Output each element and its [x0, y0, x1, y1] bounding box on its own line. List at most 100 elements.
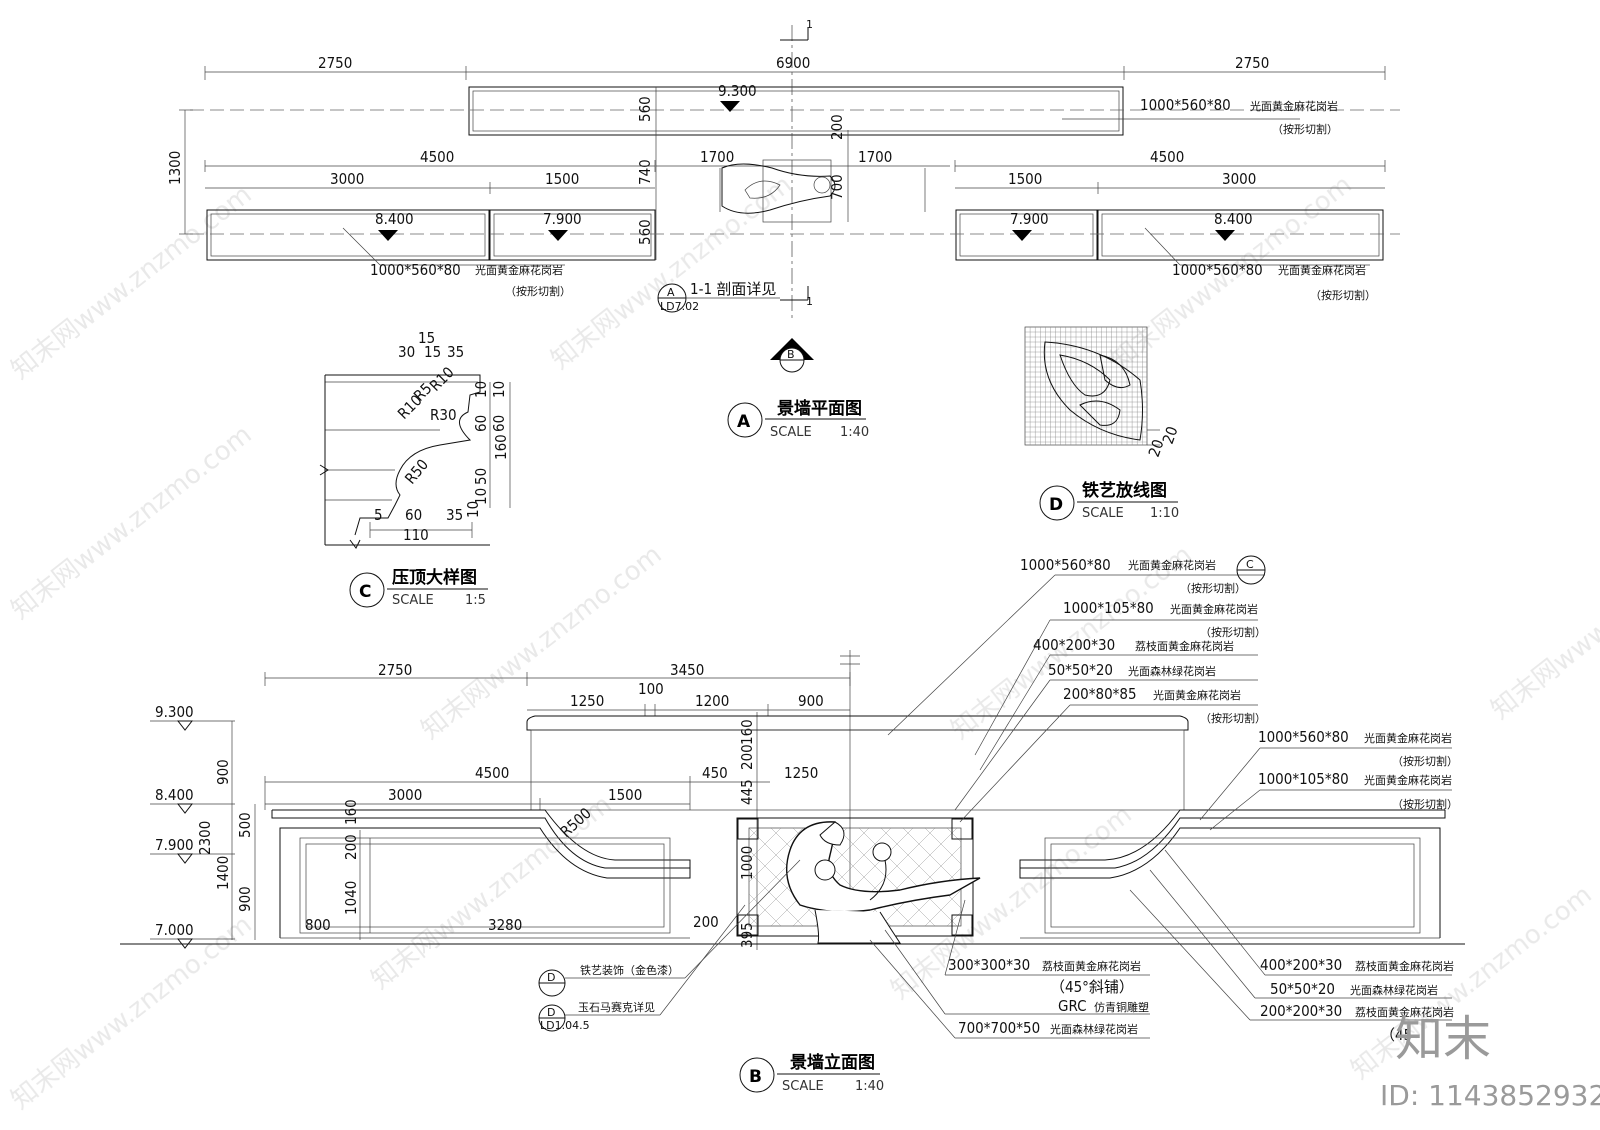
- plan-dim-560-b: 560: [636, 219, 654, 245]
- corner-ornament-icon: [951, 914, 973, 936]
- plan-note-right-sub: （按形切割）: [1310, 288, 1376, 302]
- plan-elev-8400-right: 8.400: [1214, 210, 1253, 228]
- note-sub: （按形切割）: [1180, 581, 1246, 595]
- detail-c-letter: C: [359, 582, 371, 602]
- plan-right-slab-a: [955, 209, 1098, 261]
- detail-c-dim: 160: [492, 434, 510, 460]
- detail-c-dim: 35: [446, 506, 463, 524]
- elev-dim-450: 450: [702, 764, 728, 782]
- elev-sub-dim: 900: [798, 692, 824, 710]
- elev-marker-icon: [1012, 230, 1032, 241]
- note-material: 光面森林绿花岗岩: [1128, 664, 1216, 678]
- plan-elev-7900-left: 7.900: [543, 210, 582, 228]
- plan-dim-2750-left: 2750: [318, 54, 352, 72]
- plan-scale-label: SCALE: [770, 425, 812, 440]
- note-material: 光面黄金麻花岗岩: [1364, 773, 1452, 787]
- note-material: 荔枝面黄金麻花岗岩: [1355, 959, 1454, 973]
- plan-dim-6900: 6900: [776, 54, 810, 72]
- plan-note-top-spec: 1000*560*80: [1140, 96, 1231, 114]
- branding: 知末 ID: 1143852932: [1380, 1011, 1600, 1112]
- note-spec: 50*50*20: [1270, 980, 1335, 998]
- right-notes: 1000*560*80 光面黄金麻花岗岩 （按形切割） 1000*105*80 …: [1199, 728, 1458, 831]
- plan-dim-1500-right: 1500: [1008, 170, 1042, 188]
- detail-d-dim-b: 20: [1145, 437, 1168, 459]
- left-refs: 铁艺装饰（金色漆） D 玉石马赛克详见 D LD1.04.5: [538, 859, 801, 1032]
- elev-sub-dim: 1200: [695, 692, 729, 710]
- detail-c-dim: R50: [401, 456, 432, 488]
- watermark: 知末网www.znzmo.com: [1486, 520, 1600, 726]
- note-spec: 1000*105*80: [1063, 599, 1154, 617]
- left-vert-dim: 900: [236, 886, 254, 912]
- ref-mosaic-code: LD1.04.5: [540, 1019, 590, 1032]
- elevation-scale-label: SCALE: [782, 1079, 824, 1094]
- elevation-view: 2750 3450 1250 100 1200 900 4500 450 125…: [120, 555, 1465, 1094]
- corner-ornament-icon: [737, 818, 759, 840]
- note-spec: 50*50*20: [1048, 661, 1113, 679]
- watermark: 知末网www.znzmo.com: [6, 420, 258, 626]
- plan-note-top-material: 光面黄金麻花岗岩: [1250, 99, 1338, 113]
- note-material: 光面黄金麻花岗岩: [1153, 688, 1241, 702]
- note-sub: （按形切割）: [1392, 754, 1458, 768]
- elev-marker-icon: [378, 230, 398, 241]
- plan-top-slab: [468, 86, 1124, 136]
- level-markers: 9.300 8.400 7.900 7.000: [150, 703, 235, 949]
- elevation-title-letter: B: [749, 1067, 762, 1087]
- elev-marker-icon: [548, 230, 568, 241]
- note-material: 光面黄金麻花岗岩: [1364, 731, 1452, 745]
- elev-dim-2750: 2750: [378, 661, 412, 679]
- plan-dim-560-a: 560: [636, 96, 654, 122]
- ref-mosaic-letter: D: [547, 1006, 555, 1019]
- inner-vert-dim: 200: [342, 834, 360, 860]
- detail-c-dim: 15: [418, 329, 435, 347]
- elevation-title: 景墙立面图: [790, 1052, 875, 1073]
- inner-vert-dim: 1040: [342, 881, 360, 915]
- detail-c-dim: 60: [490, 415, 508, 432]
- plan-note-left-sub: （按形切割）: [505, 284, 571, 298]
- detail-c-scale-value: 1:5: [465, 593, 486, 608]
- note-material: 荔枝面黄金麻花岗岩: [1135, 639, 1234, 653]
- elev-sub-dim: 100: [638, 680, 664, 698]
- watermark: 知末网www.znzmo.com: [6, 910, 258, 1116]
- plan-dim-740: 740: [636, 159, 654, 185]
- note-spec: 1000*560*80: [1258, 728, 1349, 746]
- detail-c-dim: 5: [374, 506, 383, 524]
- note-spec: 1000*105*80: [1258, 770, 1349, 788]
- section-ref-letter: A: [667, 286, 675, 299]
- brand-id: ID: 1143852932: [1380, 1079, 1600, 1112]
- note-spec: 400*200*30: [1033, 636, 1115, 654]
- left-wing: [271, 810, 691, 938]
- detail-c-dim: R30: [430, 406, 457, 424]
- plan-dim-1700-left: 1700: [700, 148, 734, 166]
- plan-title: 景墙平面图: [777, 398, 862, 419]
- plan-left-slab-b: [489, 209, 656, 261]
- note-material: 光面森林绿花岗岩: [1350, 983, 1438, 997]
- detail-d-scale-label: SCALE: [1082, 506, 1124, 521]
- plan-note-right-spec: 1000*560*80: [1172, 261, 1263, 279]
- plan-dim-2750-right: 2750: [1235, 54, 1269, 72]
- elev-vert-dim: 1000: [738, 846, 756, 880]
- note-material: 荔枝面黄金麻花岗岩: [1355, 1005, 1454, 1019]
- plan-elev-9300: 9.300: [718, 82, 757, 100]
- level-7900: 7.900: [155, 836, 194, 854]
- note-spec: 400*200*30: [1260, 956, 1342, 974]
- plan-sculpture: [719, 159, 926, 223]
- right-wing: [1019, 810, 1446, 938]
- plan-dim-1700-right: 1700: [858, 148, 892, 166]
- plan-elev-7900-right: 7.900: [1010, 210, 1049, 228]
- elev-dim-1250: 1250: [784, 764, 818, 782]
- brand-logo: 知末: [1395, 1011, 1491, 1067]
- detail-c-dim: 30: [398, 343, 415, 361]
- elev-vert-dim: 160: [738, 719, 756, 745]
- note-sub: （按形切割）: [1200, 625, 1266, 639]
- elevation-scale-value: 1:40: [855, 1079, 884, 1094]
- note-spec: 300*300*30: [948, 956, 1030, 974]
- detail-c-dim: 110: [403, 526, 429, 544]
- back-wall-body: [530, 729, 1185, 811]
- plan-left-slab-a: [206, 209, 490, 261]
- note-material: 仿青铜雕塑: [1094, 1000, 1149, 1014]
- left-vert-dim: 500: [236, 812, 254, 838]
- detail-c-dim: 50: [472, 468, 490, 485]
- detail-d-letter: D: [1049, 495, 1063, 515]
- watermark: 知末网www.znzmo.com: [886, 800, 1138, 1006]
